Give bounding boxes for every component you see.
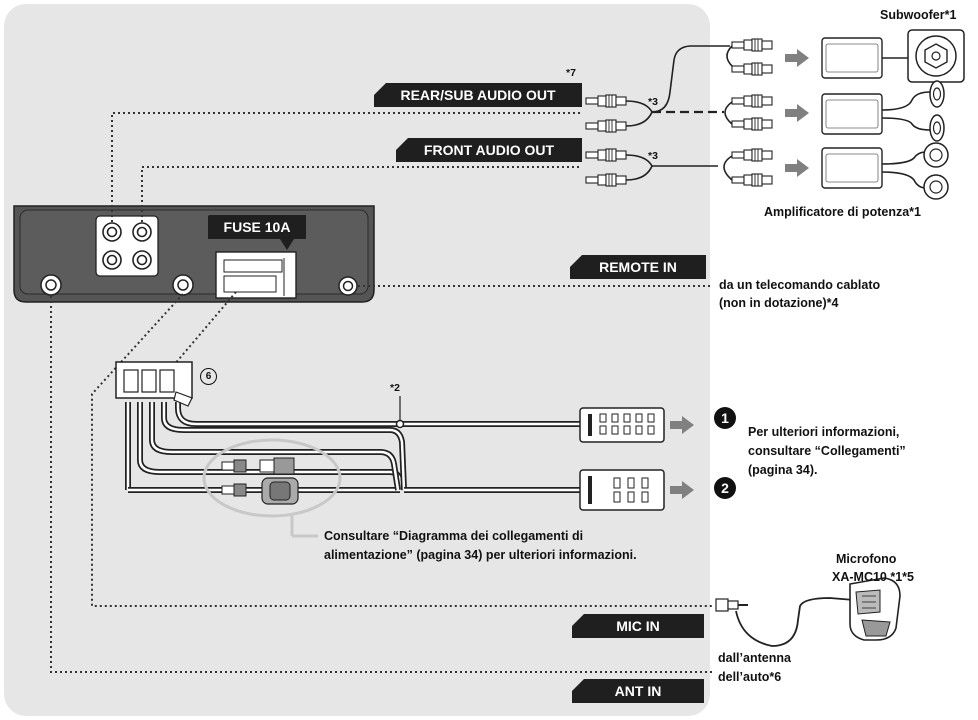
remote-jack: [338, 276, 358, 296]
speaker-icon: [881, 80, 945, 131]
info-text-3: (pagina 34).: [748, 463, 818, 477]
antenna-text-2: dell’auto*6: [718, 670, 782, 684]
front-rca-cable: [585, 148, 718, 187]
speaker-icon: [881, 142, 949, 189]
front-audio-out-label: FRONT AUDIO OUT: [396, 138, 582, 162]
harness-connector: [115, 361, 193, 407]
subwoofer-icon: [882, 29, 965, 83]
part-6-marker: 6: [200, 368, 217, 385]
antenna-text-1: dall’antenna: [718, 651, 791, 665]
dotted-leader-lines: [50, 112, 712, 673]
iso-connector-2: [579, 469, 665, 511]
note-3-front: *3: [648, 150, 658, 162]
note-7: *7: [566, 67, 576, 79]
mic-jack: [172, 274, 194, 296]
antenna-jack: [40, 274, 62, 296]
iso-connector-1: [579, 407, 665, 443]
front-rca-pair: [723, 148, 773, 187]
mic-in-label: MIC IN: [572, 614, 704, 638]
iso-connector-highlight: [202, 438, 342, 538]
subwoofer-rca-pair: [726, 38, 773, 76]
ant-in-label: ANT IN: [572, 679, 704, 703]
fuse-label: FUSE 10A: [208, 215, 306, 239]
info-text-2: consultare “Collegamenti”: [748, 444, 906, 458]
power-note-1: Consultare “Diagramma dei collegamenti d…: [324, 529, 584, 543]
note-2: *2: [390, 382, 400, 394]
info-text-1: Per ulteriori informazioni,: [748, 425, 900, 439]
subwoofer-label: Subwoofer*1: [880, 8, 957, 22]
note-3-rear: *3: [648, 96, 658, 108]
microphone-icon: [715, 577, 901, 647]
rear-sub-rca-cable: [585, 45, 730, 133]
amplifier-box: [821, 147, 883, 189]
remote-text-2: (non in dotazione)*4: [719, 296, 839, 310]
amplifier-box: [821, 93, 883, 135]
mic-model: XA-MC10 *1*5: [832, 570, 914, 584]
remote-text-1: da un telecomando cablato: [719, 278, 881, 292]
speaker-icon: [929, 114, 945, 142]
amplifier-label: Amplificatore di potenza*1: [764, 205, 921, 219]
rear-sub-audio-out-label: REAR/SUB AUDIO OUT: [374, 83, 582, 107]
remote-in-label: REMOTE IN: [570, 255, 706, 279]
rear-rca-pair: [724, 94, 773, 131]
marker-1: 1: [714, 407, 736, 429]
speaker-icon: [923, 174, 949, 200]
marker-2: 2: [714, 477, 736, 499]
mic-name: Microfono: [836, 552, 897, 566]
power-socket: [215, 251, 297, 299]
power-note-2: alimentazione” (pagina 34) per ulteriori…: [324, 548, 637, 562]
